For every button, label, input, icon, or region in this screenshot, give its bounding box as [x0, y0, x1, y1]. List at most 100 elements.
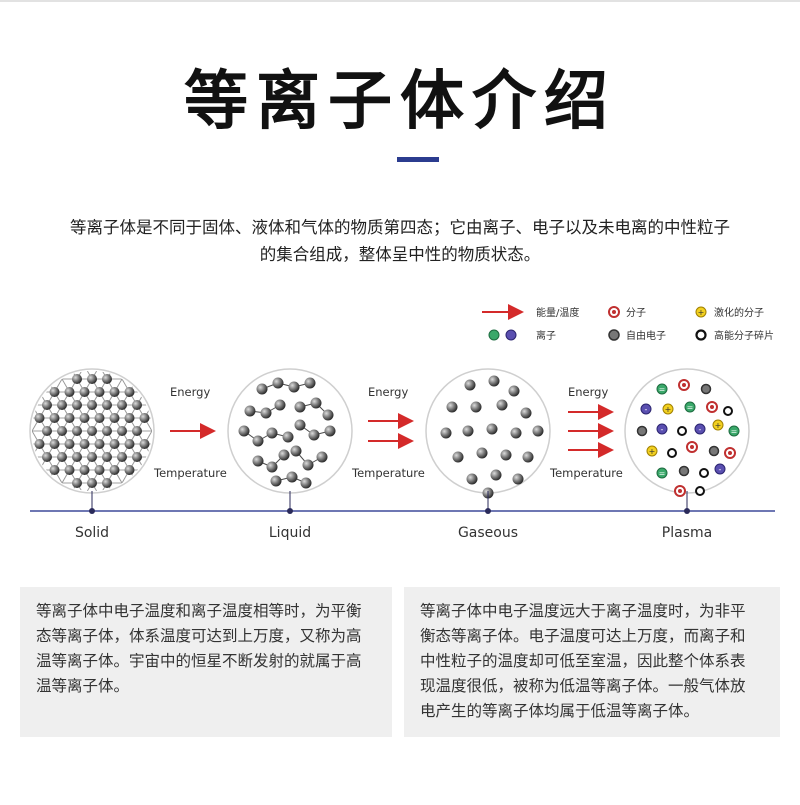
particle — [42, 400, 52, 410]
free-electron-icon — [608, 329, 620, 341]
legend-ion-label: 离子 — [536, 329, 556, 342]
transition-arrows-2: Energy Temperature — [351, 385, 425, 480]
particle — [87, 400, 97, 410]
particle — [464, 379, 476, 391]
transition-arrows-3: Energy Temperature — [549, 385, 623, 480]
legend-energy-label: 能量/温度 — [536, 306, 579, 319]
energy-label: Energy — [368, 385, 408, 399]
legend-fragment-label: 高能分子碎片 — [714, 329, 774, 342]
svg-text:+: + — [665, 405, 672, 414]
particle — [72, 426, 82, 436]
particle — [42, 452, 52, 462]
particle — [304, 377, 316, 389]
svg-text:=: = — [659, 469, 666, 478]
particle — [102, 400, 112, 410]
particle — [72, 478, 82, 488]
particle — [102, 374, 112, 384]
particle — [266, 461, 278, 473]
svg-text:=: = — [687, 403, 694, 412]
temperature-label: Temperature — [153, 466, 227, 480]
particle — [72, 452, 82, 462]
svg-text:+: + — [715, 421, 722, 430]
card-line: 等离子体中电子温度和离子温度相等时，为平衡 — [36, 602, 362, 620]
equilibrium-plasma-card: 等离子体中电子温度和离子温度相等时，为平衡 态等离子体，体系温度可达到上万度，又… — [20, 587, 392, 737]
particle — [520, 407, 532, 419]
particle — [470, 401, 482, 413]
particle — [124, 439, 135, 449]
card-line: 等离子体中电子温度远大于离子温度时，为非平 — [420, 602, 746, 620]
particle — [308, 429, 320, 441]
title-accent-bar — [397, 157, 439, 162]
particle — [49, 465, 60, 475]
particle — [244, 405, 256, 417]
particle — [446, 401, 458, 413]
particle — [510, 427, 522, 439]
particle — [102, 452, 112, 462]
particle — [500, 449, 512, 461]
particle — [94, 439, 105, 449]
particle — [310, 397, 322, 409]
state-ticks — [89, 491, 690, 514]
particle — [117, 452, 127, 462]
particle — [42, 426, 52, 436]
particle — [462, 425, 474, 437]
particle — [57, 426, 67, 436]
card-line: 温等离子体。宇宙中的恒星不断发射的就属于高 — [36, 652, 362, 670]
legend-molecule-label: 分子 — [626, 307, 646, 319]
particle — [94, 387, 105, 397]
particle — [132, 400, 142, 410]
states-of-matter-diagram: 能量/温度 分子 + 激化的分子 离子 自由电子 高能分子碎片 =-+=--+=… — [29, 304, 775, 541]
particle — [286, 471, 298, 483]
particle — [139, 413, 150, 423]
svg-text:-: - — [661, 425, 664, 434]
particle — [486, 423, 498, 435]
state-label-solid: Solid — [75, 525, 109, 541]
state-label-gaseous: Gaseous — [458, 525, 518, 541]
card-line: 中性粒子的温度却可低至室温，因此整个体系表 — [420, 652, 746, 670]
solid-state-circle — [29, 368, 155, 494]
card-line: 电产生的等离子体均属于低温等离子体。 — [420, 702, 700, 720]
particle — [117, 400, 127, 410]
intro-line: 的集合组成，整体呈中性的物质状态。 — [259, 245, 541, 264]
transition-arrows-1: Energy Temperature — [153, 385, 227, 480]
particle — [466, 473, 478, 485]
top-divider — [0, 0, 800, 2]
particle — [266, 427, 278, 439]
particle — [94, 465, 105, 475]
particle — [532, 425, 544, 437]
particle — [94, 413, 105, 423]
gaseous-state-circle — [425, 368, 551, 499]
intro-line: 等离子体是不同于固体、液体和气体的物质第四态；它由离子、电子以及未电离的中性粒子 — [70, 218, 730, 237]
svg-text:=: = — [731, 427, 738, 436]
ion-icon — [488, 329, 517, 341]
particle — [109, 465, 120, 475]
particle — [294, 401, 306, 413]
particle — [260, 407, 272, 419]
svg-text:+: + — [698, 308, 705, 317]
particle — [294, 419, 306, 431]
particle — [282, 431, 294, 443]
particle — [34, 413, 45, 423]
particle — [79, 439, 90, 449]
intro-paragraph: 等离子体是不同于固体、液体和气体的物质第四态；它由离子、电子以及未电离的中性粒子… — [20, 214, 780, 268]
particle — [124, 465, 135, 475]
state-label-plasma: Plasma — [662, 525, 712, 541]
energy-label: Energy — [568, 385, 608, 399]
legend-electron-label: 自由电子 — [626, 329, 666, 342]
card-line: 态等离子体，体系温度可达到上万度，又称为高 — [36, 627, 362, 645]
particle — [300, 477, 312, 489]
particle — [270, 475, 282, 487]
svg-text:=: = — [659, 385, 666, 394]
particle — [488, 375, 500, 387]
temperature-label: Temperature — [351, 466, 425, 480]
legend: 能量/温度 分子 + 激化的分子 离子 自由电子 高能分子碎片 — [482, 304, 774, 342]
particle — [102, 478, 112, 488]
particle — [252, 435, 264, 447]
page-title: 等离子体介绍 — [184, 65, 616, 139]
svg-text:-: - — [719, 465, 722, 474]
particle — [139, 439, 150, 449]
fragment-icon — [695, 329, 707, 341]
particle — [508, 385, 520, 397]
particle — [49, 413, 60, 423]
particle — [512, 473, 524, 485]
